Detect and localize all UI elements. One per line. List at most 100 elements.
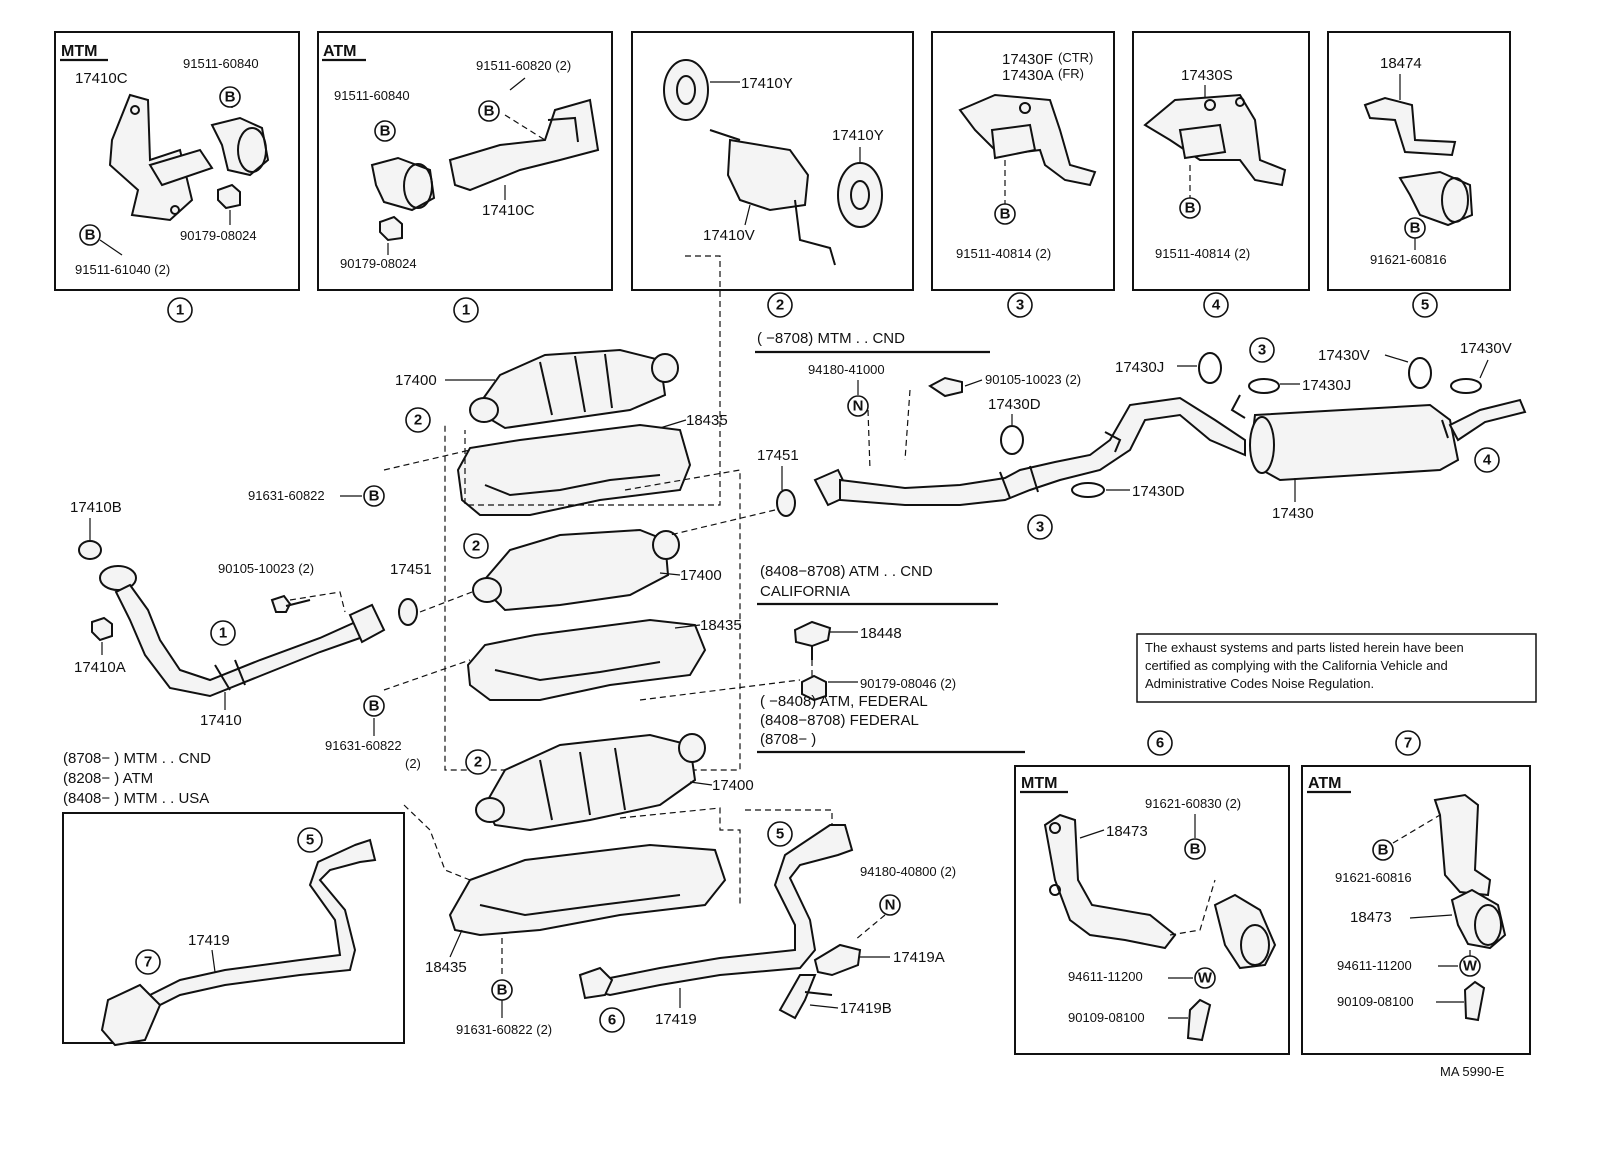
- condition-8408-atm-federal: ( −8408) ATM, FEDERAL: [760, 693, 928, 710]
- marker-b: B: [363, 485, 385, 507]
- bracket-17410c-atm: [448, 98, 600, 192]
- callout-3-ring: 3: [1249, 337, 1275, 363]
- detail-box-mtm-bracket: [54, 31, 300, 291]
- hanger-rubber-17419b: [778, 974, 833, 1020]
- svg-text:7: 7: [144, 954, 152, 971]
- label-90105-10023-2: 90105-10023 (2): [985, 372, 1081, 387]
- label-17430v: 17430V: [1318, 347, 1370, 364]
- detail-box-hanger-17410y: [631, 31, 914, 291]
- clamp-atm: [370, 156, 436, 212]
- label-18435-2: 18435: [700, 617, 742, 634]
- svg-text:B: B: [484, 103, 495, 120]
- label-17410y-2: 17410Y: [832, 127, 884, 144]
- svg-text:7: 7: [1404, 735, 1412, 752]
- marker-b: B: [491, 979, 513, 1001]
- label-17410v: 17410V: [703, 227, 755, 244]
- marker-b: B: [363, 695, 385, 717]
- label-18435: 18435: [686, 412, 728, 429]
- label-90109-08100-2: 90109-08100: [1337, 994, 1414, 1009]
- callout-6-box: 6: [1147, 730, 1173, 756]
- callout-5: 5: [297, 827, 323, 853]
- label-17400-2: 17400: [680, 567, 722, 584]
- callout-5: 5: [767, 821, 793, 847]
- svg-text:B: B: [1185, 200, 1196, 217]
- svg-text:W: W: [1198, 970, 1213, 987]
- label-17430s: 17430S: [1181, 67, 1233, 84]
- hanger-17410y-upper: [663, 59, 709, 121]
- box-header-atm: ATM: [323, 43, 356, 60]
- clamp-mtm-mount: [1213, 893, 1277, 970]
- label-17430f-ctr: (CTR): [1058, 50, 1093, 65]
- label-91621-60830: 91621-60830 (2): [1145, 796, 1241, 811]
- marker-w: W: [1194, 967, 1216, 989]
- label-91511-60820: 91511-60820 (2): [476, 58, 571, 73]
- svg-text:B: B: [85, 227, 96, 244]
- label-17430a-fr: (FR): [1058, 66, 1084, 81]
- label-91621-60816-2: 91621-60816: [1335, 870, 1412, 885]
- label-17410y: 17410Y: [741, 75, 793, 92]
- muffler-17430: [1230, 394, 1527, 482]
- condition-8208-atm: (8208− ) ATM: [63, 770, 153, 787]
- detail-box-mtm-mount: [1014, 765, 1290, 1055]
- detail-box-support-17430f: [931, 31, 1115, 291]
- svg-text:N: N: [853, 398, 864, 415]
- label-17410b: 17410B: [70, 499, 122, 516]
- ring-17430j-2: [1248, 378, 1280, 394]
- svg-text:4: 4: [1483, 452, 1492, 469]
- callout-5-box6: 5: [1412, 292, 1438, 318]
- marker-b: B: [994, 203, 1016, 225]
- bolt-90109-mtm: [1186, 998, 1212, 1042]
- svg-text:B: B: [225, 89, 236, 106]
- clamp-atm-mount: [1450, 888, 1507, 950]
- heat-insulator-18435-lower: [448, 843, 727, 937]
- label-18474: 18474: [1380, 55, 1422, 72]
- hanger-17410y-lower: [837, 162, 883, 228]
- callout-2: 2: [465, 749, 491, 775]
- svg-text:3: 3: [1036, 519, 1044, 536]
- ring-17430d: [1000, 425, 1024, 455]
- marker-n: N: [879, 894, 901, 916]
- marker-b: B: [1404, 217, 1426, 239]
- certification-note: [1136, 633, 1537, 703]
- callout-2: 2: [405, 407, 431, 433]
- marker-b: B: [374, 120, 396, 142]
- gasket-17410b: [78, 540, 102, 560]
- clamp-18474: [1398, 170, 1474, 227]
- svg-text:2: 2: [414, 412, 422, 429]
- label-17419: 17419: [188, 932, 230, 949]
- nut-17410a: [91, 616, 113, 642]
- label-91621-60816: 91621-60816: [1370, 252, 1447, 267]
- marker-n: N: [847, 395, 869, 417]
- detail-box-support-17430s: [1132, 31, 1310, 291]
- diagram-code: MA 5990-E: [1440, 1064, 1505, 1079]
- detail-box-bracket-18474: [1327, 31, 1511, 291]
- detail-box-tail-pipe-17419: [62, 812, 405, 1044]
- svg-text:4: 4: [1212, 297, 1221, 314]
- svg-text:5: 5: [1421, 297, 1429, 314]
- bracket-18473-mtm: [1043, 813, 1177, 950]
- svg-text:B: B: [497, 982, 508, 999]
- label-17410a: 17410A: [74, 659, 126, 676]
- note-line-2: certified as complying with the Californ…: [1145, 658, 1448, 673]
- label-91511-60840: 91511-60840: [183, 56, 259, 71]
- svg-text:6: 6: [608, 1012, 616, 1029]
- callout-6: 6: [599, 1007, 625, 1033]
- gasket-17451-2: [776, 489, 796, 517]
- svg-text:2: 2: [472, 538, 480, 555]
- label-91511-61040: 91511-61040 (2): [75, 262, 170, 277]
- bracket-17410c-mtm: [108, 93, 214, 222]
- label-91511-40814: 91511-40814 (2): [956, 246, 1051, 261]
- callout-1-box1: 1: [167, 297, 193, 323]
- callout-4-box5: 4: [1203, 292, 1229, 318]
- condition-8708-mtm-cnd-top: ( −8708) MTM . . CND: [757, 330, 905, 347]
- label-90179-08024: 90179-08024: [180, 228, 257, 243]
- label-17430j-2: 17430J: [1302, 377, 1351, 394]
- label-17430f: 17430F: [1002, 51, 1053, 68]
- sensor-18448: [793, 620, 832, 660]
- svg-text:B: B: [1000, 206, 1011, 223]
- label-18435-3: 18435: [425, 959, 467, 976]
- tail-pipe-17419-left: [100, 838, 377, 1047]
- bolt-90109-atm: [1463, 980, 1486, 1022]
- callout-7-box: 7: [1395, 730, 1421, 756]
- nut-90179-08046: [801, 674, 827, 702]
